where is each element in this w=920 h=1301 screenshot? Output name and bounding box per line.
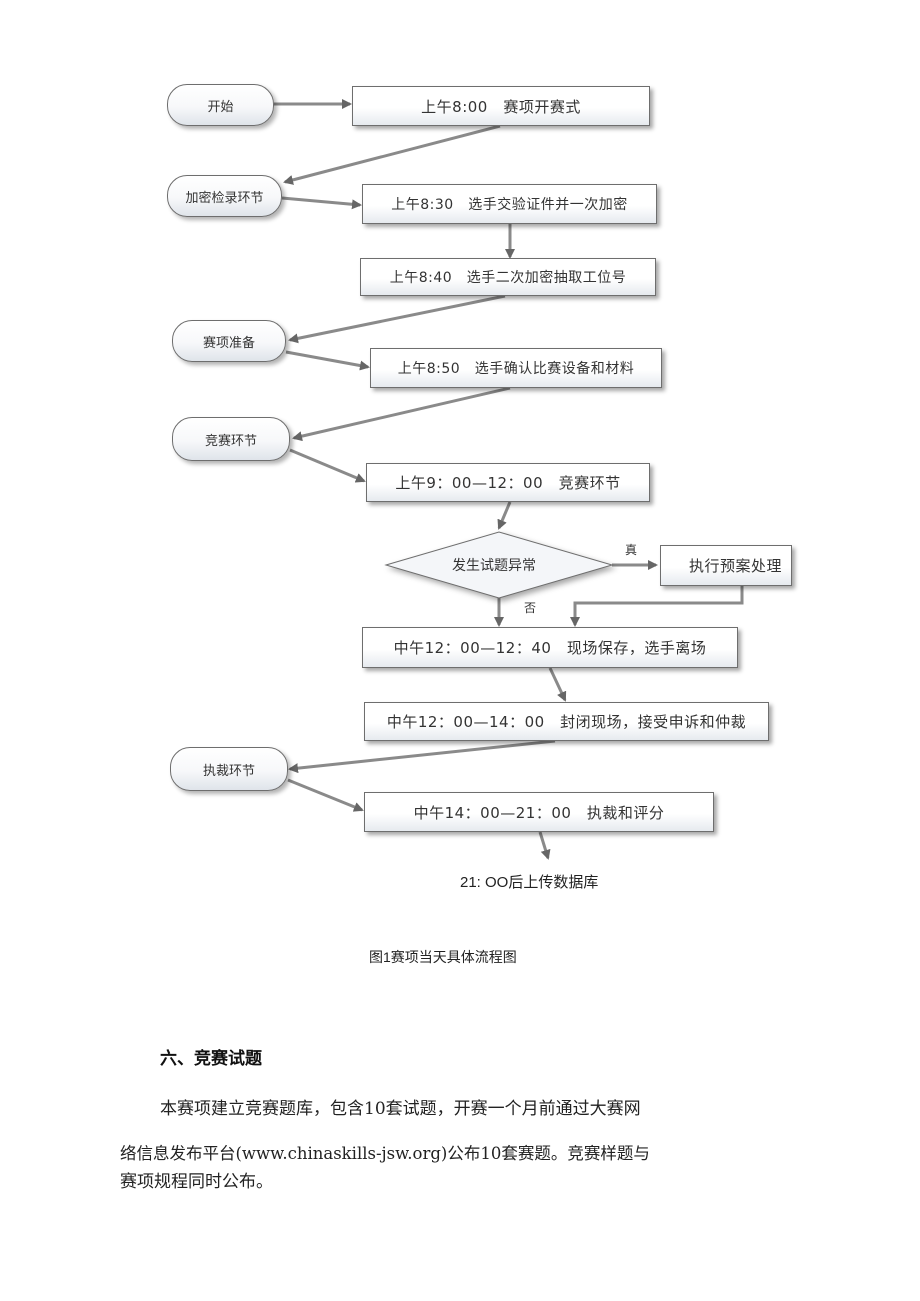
paragraph-line-1: 本赛项建立竞赛题库，包含10套试题，开赛一个月前通过大赛网 bbox=[160, 1099, 641, 1119]
step4-label: 上午8:50 选手确认比赛设备和材料 bbox=[397, 361, 635, 377]
arrow-step6-to-step7 bbox=[548, 667, 567, 702]
paragraph-line-2: 络信息发布平台(www.chinaskills-jsw.org)公布10套赛题。… bbox=[120, 1144, 650, 1163]
step2-label: 上午8:30 选手交验证件并一次加密 bbox=[391, 197, 628, 213]
final-note: 21: OO后上传数据库 bbox=[460, 874, 599, 891]
arrow-compete-to-step5 bbox=[289, 448, 366, 483]
step3-label: 上午8:40 选手二次加密抽取工位号 bbox=[389, 270, 627, 286]
arrow-step8-to-final bbox=[538, 831, 551, 860]
step4-box: 上午8:50 选手确认比赛设备和材料 bbox=[370, 348, 662, 388]
step1-label: 上午8:00 赛项开赛式 bbox=[421, 97, 581, 116]
arrow-step4-to-compete bbox=[292, 386, 511, 442]
arrow-step1-to-encrypt bbox=[283, 124, 501, 185]
step1-box: 上午8:00 赛项开赛式 bbox=[352, 86, 650, 126]
step2-box: 上午8:30 选手交验证件并一次加密 bbox=[362, 184, 657, 224]
start-node: 开始 bbox=[167, 84, 274, 126]
phase-arbitration-node: 执裁环节 bbox=[170, 747, 288, 791]
step5-box: 上午9：00—12：00 竞赛环节 bbox=[366, 463, 650, 502]
arrow-arbitration-to-step8 bbox=[287, 778, 364, 812]
start-label: 开始 bbox=[207, 99, 234, 115]
arrow-contingency-return bbox=[570, 586, 744, 627]
arrow-encrypt-to-step2 bbox=[281, 196, 362, 210]
figure-caption: 图1赛项当天具体流程图 bbox=[369, 949, 517, 965]
phase-encrypt-node: 加密检录环节 bbox=[167, 175, 282, 217]
section-heading: 六、竞赛试题 bbox=[160, 1049, 262, 1069]
decision-label: 发生试题异常 bbox=[452, 558, 536, 574]
arrow-prepare-to-step4 bbox=[285, 350, 370, 371]
step8-label: 中午14：00—21：00 执裁和评分 bbox=[413, 803, 665, 822]
phase-prepare-label: 赛项准备 bbox=[202, 335, 255, 351]
decision-diamond bbox=[384, 531, 614, 599]
no-branch-label: 否 bbox=[524, 601, 537, 615]
paragraph-line-3: 赛项规程同时公布。 bbox=[120, 1172, 273, 1192]
yes-branch-label: 真 bbox=[625, 543, 638, 557]
phase-arbitration-label: 执裁环节 bbox=[202, 763, 255, 779]
phase-compete-label: 竞赛环节 bbox=[204, 433, 257, 449]
step7-label: 中午12：00—14：00 封闭现场，接受申诉和仲裁 bbox=[386, 713, 747, 731]
step6-box: 中午12：00—12：40 现场保存，选手离场 bbox=[362, 627, 738, 668]
arrow-step3-to-prepare bbox=[288, 294, 506, 344]
phase-compete-node: 竞赛环节 bbox=[172, 417, 290, 461]
step5-label: 上午9：00—12：00 竞赛环节 bbox=[395, 474, 621, 492]
phase-encrypt-label: 加密检录环节 bbox=[185, 190, 264, 206]
step6-label: 中午12：00—12：40 现场保存，选手离场 bbox=[393, 639, 707, 657]
contingency-label: 执行预案处理 bbox=[689, 557, 783, 575]
step7-box: 中午12：00—14：00 封闭现场，接受申诉和仲裁 bbox=[364, 702, 769, 741]
step8-box: 中午14：00—21：00 执裁和评分 bbox=[364, 792, 714, 832]
arrow-step5-to-decision bbox=[497, 501, 512, 530]
arrow-step7-to-arbitration bbox=[288, 739, 556, 774]
step3-box: 上午8:40 选手二次加密抽取工位号 bbox=[360, 258, 656, 296]
contingency-box: 执行预案处理 bbox=[660, 545, 792, 586]
phase-prepare-node: 赛项准备 bbox=[172, 320, 286, 362]
